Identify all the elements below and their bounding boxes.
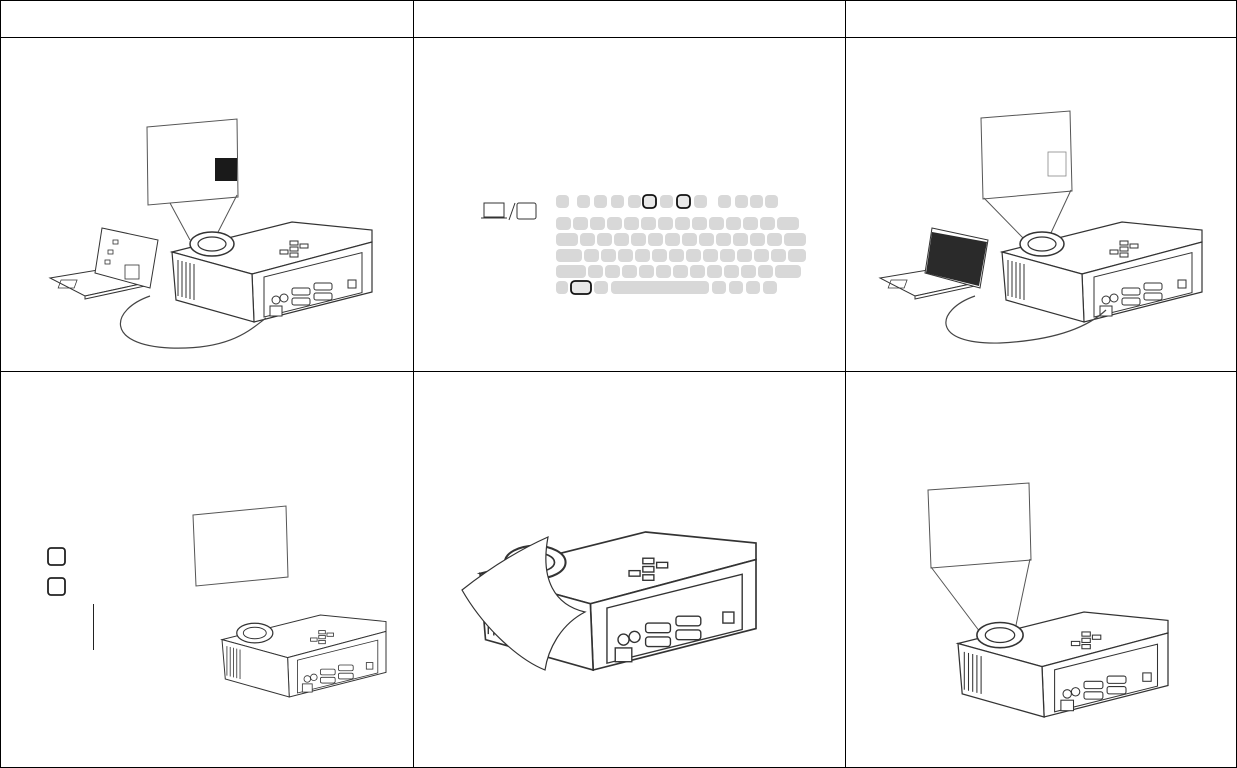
keyboard-key bbox=[631, 233, 646, 246]
keyboard-key bbox=[658, 217, 673, 230]
keyboard-key bbox=[686, 249, 701, 262]
keyboard-key bbox=[712, 281, 726, 294]
keyboard-key bbox=[594, 195, 607, 208]
keyboard-key bbox=[573, 217, 588, 230]
keyboard-key bbox=[707, 265, 722, 278]
keyboard-key bbox=[594, 281, 608, 294]
keyboard-key bbox=[682, 233, 697, 246]
keyboard-key bbox=[737, 249, 752, 262]
keyboard-key bbox=[635, 249, 650, 262]
panel-4-illustration bbox=[48, 506, 386, 697]
keyboard-key bbox=[580, 233, 595, 246]
keyboard-key bbox=[660, 195, 673, 208]
keyboard-key bbox=[758, 265, 773, 278]
highlighted-key bbox=[571, 281, 591, 294]
keyboard-key bbox=[665, 233, 680, 246]
laptop-icon bbox=[484, 203, 504, 217]
keyboard-key bbox=[607, 217, 622, 230]
button-icon bbox=[48, 578, 65, 595]
keyboard-key bbox=[763, 281, 777, 294]
keyboard-key bbox=[641, 217, 656, 230]
keyboard-key bbox=[750, 233, 765, 246]
keyboard-key bbox=[724, 265, 739, 278]
panel-3-illustration bbox=[880, 111, 1202, 343]
keyboard-key bbox=[622, 265, 637, 278]
keyboard-key bbox=[718, 195, 731, 208]
keyboard-key bbox=[750, 195, 763, 208]
keyboard-key bbox=[729, 281, 743, 294]
keyboard-key bbox=[760, 217, 775, 230]
keyboard-key bbox=[692, 217, 707, 230]
keyboard-key bbox=[601, 249, 616, 262]
header-cell bbox=[0, 0, 413, 37]
keyboard-key bbox=[618, 249, 633, 262]
keyboard-key bbox=[733, 233, 748, 246]
panel-5-illustration bbox=[462, 532, 756, 670]
keyboard-key bbox=[577, 195, 590, 208]
keyboard-key bbox=[669, 249, 684, 262]
keyboard-key bbox=[690, 265, 705, 278]
button-icon bbox=[48, 548, 65, 565]
keyboard-key bbox=[556, 281, 568, 294]
keyboard-key bbox=[556, 195, 569, 208]
keyboard-key bbox=[590, 217, 605, 230]
keyboard-key bbox=[556, 217, 571, 230]
panel-2-keyboard-illustration bbox=[481, 195, 806, 294]
keyboard-key bbox=[556, 233, 578, 246]
keyboard-key bbox=[741, 265, 756, 278]
monitor-icon bbox=[517, 203, 536, 219]
keyboard-key bbox=[720, 249, 735, 262]
keyboard-key bbox=[716, 233, 731, 246]
keyboard-key bbox=[588, 265, 603, 278]
keyboard-key bbox=[709, 217, 724, 230]
panel-6-illustration bbox=[928, 483, 1168, 717]
keyboard-key bbox=[556, 249, 582, 262]
keyboard-key bbox=[556, 265, 586, 278]
keyboard-key bbox=[765, 195, 778, 208]
keyboard-key bbox=[624, 217, 639, 230]
keyboard-key bbox=[743, 217, 758, 230]
keyboard-key bbox=[611, 281, 709, 294]
keyboard-key bbox=[767, 233, 782, 246]
keyboard-key bbox=[775, 265, 801, 278]
keyboard-key bbox=[694, 195, 707, 208]
keyboard-key bbox=[597, 233, 612, 246]
keyboard-key bbox=[656, 265, 671, 278]
keyboard-key bbox=[699, 233, 714, 246]
header-cell bbox=[414, 0, 845, 37]
keyboard-key bbox=[652, 249, 667, 262]
keyboard-key bbox=[648, 233, 663, 246]
panel-1-illustration bbox=[50, 119, 372, 348]
keyboard-key bbox=[605, 265, 620, 278]
keyboard-key bbox=[703, 249, 718, 262]
keyboard-key bbox=[611, 195, 624, 208]
keyboard-key bbox=[754, 249, 769, 262]
keyboard-key bbox=[675, 217, 690, 230]
keyboard-key bbox=[639, 265, 654, 278]
keyboard-key bbox=[726, 217, 741, 230]
keyboard-key bbox=[614, 233, 629, 246]
highlighted-key bbox=[643, 195, 656, 208]
keyboard-key bbox=[584, 249, 599, 262]
header-cell bbox=[846, 0, 1237, 37]
keyboard-key bbox=[628, 195, 641, 208]
keyboard-key bbox=[735, 195, 748, 208]
black-square-icon bbox=[215, 158, 237, 181]
keyboard-key bbox=[673, 265, 688, 278]
keyboard-key bbox=[788, 249, 806, 262]
keyboard-key bbox=[746, 281, 760, 294]
keyboard-key bbox=[771, 249, 786, 262]
keyboard-key bbox=[777, 217, 799, 230]
highlighted-key bbox=[677, 195, 690, 208]
keyboard-key bbox=[784, 233, 806, 246]
